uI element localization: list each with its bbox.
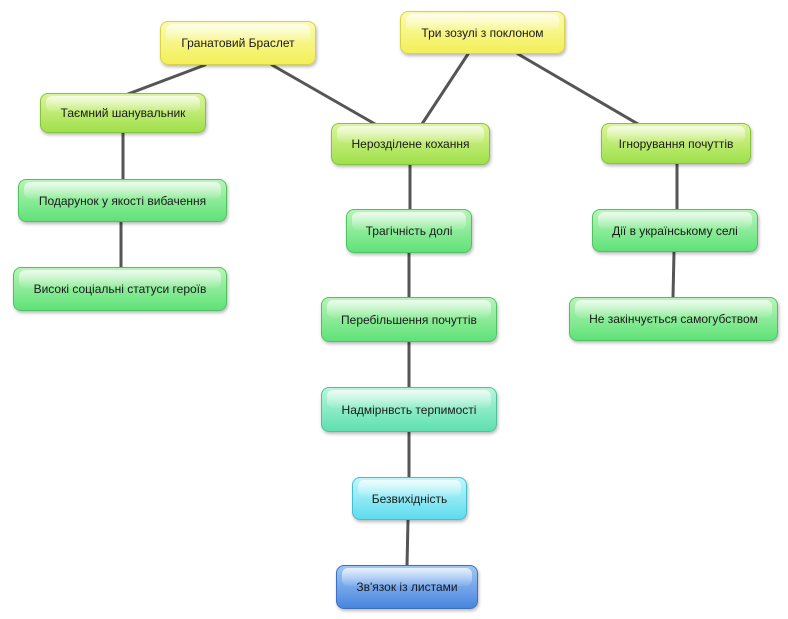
node-try-zozuli: Три зозулі з поклоном	[400, 11, 565, 54]
link-bezvykhidnist-zviazok	[405, 518, 410, 568]
node-label: Не закінчується самогубством	[589, 312, 758, 326]
node-taiemnyi-shanuvalnyk: Таємний шанувальник	[40, 93, 206, 133]
node-label: Високі соціальні статуси героїв	[33, 282, 207, 296]
node-nerozdilene-kokhannia: Нерозділене кохання	[331, 123, 490, 165]
node-label: Нерозділене кохання	[351, 137, 470, 151]
node-label: Трагічність долі	[365, 224, 453, 238]
link-zozuli-ihnoruvannia	[516, 52, 640, 126]
node-podarunok: Подарунок у якості вибачення	[18, 179, 227, 222]
node-label: Гранатовий Браслет	[181, 36, 295, 50]
node-perebilshennia-pochuttiv: Перебільшення почуттів	[321, 297, 497, 342]
node-label: Три зозулі з поклоном	[421, 25, 544, 40]
node-granatovyi-braslet: Гранатовий Браслет	[160, 21, 316, 65]
node-label: Дії в українському селі	[612, 223, 738, 238]
node-vysoki-statusy: Високі соціальні статуси героїв	[13, 267, 227, 311]
link-granatovyi-taiemnyi	[126, 63, 207, 96]
node-ne-zakinchuietsia: Не закінчується самогубством	[569, 297, 778, 341]
link-granatovyi-nerozdilene	[270, 63, 377, 126]
node-label: Безвихідність	[371, 491, 448, 506]
link-dii-ne-zakinchuietsia	[671, 250, 676, 300]
node-nadmirnist-terpymosti: Надмірнвсть терпимості	[321, 387, 497, 432]
node-label: Надмірнвсть терпимості	[341, 402, 477, 417]
node-label: Зв'язок із листами	[356, 580, 458, 594]
node-zviazok-iz-lystamy: Зв'язок із листами	[336, 565, 478, 609]
node-trahichnist-doli: Трагічність долі	[346, 209, 472, 253]
node-label: Подарунок у якості вибачення	[38, 193, 207, 208]
node-dii-v-seli: Дії в українському селі	[592, 209, 758, 252]
link-zozuli-nerozdilene	[420, 52, 470, 126]
node-ihnoruvannia-pochuttiv: Ігнорування почуттів	[601, 123, 751, 164]
node-bezvykhidnist: Безвихідність	[352, 477, 467, 520]
node-label: Ігнорування почуттів	[618, 136, 734, 151]
node-label: Таємний шанувальник	[60, 106, 186, 120]
node-label: Перебільшення почуттів	[341, 312, 477, 327]
